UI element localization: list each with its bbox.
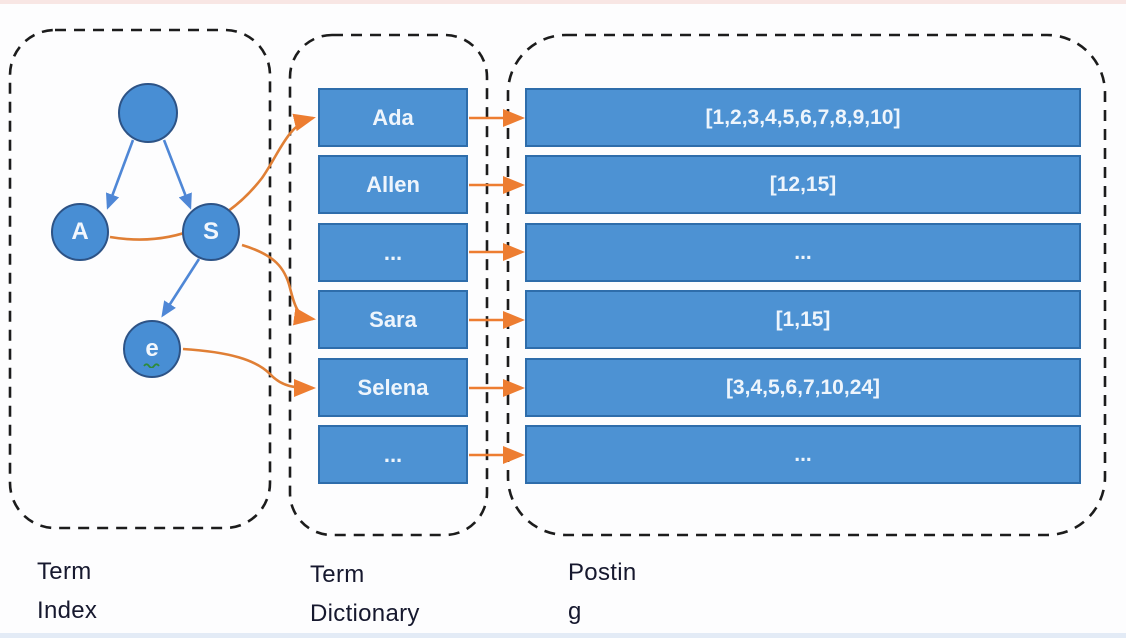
dict-term-box-ellipsis1: ... <box>318 223 468 282</box>
posting-box-5: [3,4,5,6,7,10,24] <box>525 358 1081 417</box>
posting-caption-line1: Postin <box>568 559 637 586</box>
link-e-to-selena <box>182 347 316 397</box>
link-s-to-sara <box>241 243 316 326</box>
posting-caption-line2: g <box>568 598 582 625</box>
posting-box-6: ... <box>525 425 1081 484</box>
posting-label: [3,4,5,6,7,10,24] <box>725 375 881 399</box>
tree-edge-root-to-s <box>162 139 192 210</box>
trie-node-a: A <box>51 203 109 261</box>
dict-term-box-selena: Selena <box>318 358 468 417</box>
dict-term-label: Sara <box>369 306 417 332</box>
top-edge-strip <box>0 0 1126 4</box>
trie-node-e: e <box>123 320 181 378</box>
trie-node-e-label: e <box>145 335 159 362</box>
term-dictionary-caption: Term Dictionary <box>310 555 420 633</box>
posting-label: [12,15] <box>769 172 837 196</box>
dict-term-label: ... <box>383 441 403 467</box>
posting-box-2: [12,15] <box>525 155 1081 214</box>
term-dictionary-caption-line1: Term <box>310 561 365 588</box>
tree-edge-root-to-a <box>105 139 135 210</box>
dict-term-label: Allen <box>366 171 420 197</box>
dict-term-label: Selena <box>357 374 429 400</box>
posting-label: ... <box>794 240 812 264</box>
dict-term-box-ellipsis2: ... <box>318 425 468 484</box>
posting-caption: Postin g <box>568 553 637 631</box>
bottom-edge-strip <box>0 633 1126 638</box>
term-index-caption-line1: Term <box>37 558 92 585</box>
posting-label: [1,2,3,4,5,6,7,8,9,10] <box>705 105 901 129</box>
posting-label: ... <box>794 442 812 466</box>
dict-term-box-ada: Ada <box>318 88 468 147</box>
dict-term-box-allen: Allen <box>318 155 468 214</box>
link-a-to-ada <box>109 113 316 241</box>
term-index-panel-outline <box>8 28 272 530</box>
tree-edge-s-to-e <box>161 258 201 318</box>
term-index-caption: Term Index <box>37 552 97 630</box>
posting-box-4: [1,15] <box>525 290 1081 349</box>
trie-node-s: S <box>182 203 240 261</box>
trie-node-a-label: A <box>71 218 89 245</box>
trie-node-s-label: S <box>202 218 219 245</box>
dict-term-box-sara: Sara <box>318 290 468 349</box>
dict-term-label: ... <box>383 239 403 265</box>
posting-panel-outline <box>506 33 1107 537</box>
posting-box-3: ... <box>525 223 1081 282</box>
trie-root-node <box>118 83 178 143</box>
posting-box-1: [1,2,3,4,5,6,7,8,9,10] <box>525 88 1081 147</box>
term-index-caption-line2: Index <box>37 597 98 624</box>
posting-label: [1,15] <box>775 307 831 331</box>
term-dictionary-caption-line2: Dictionary <box>310 600 420 627</box>
dict-term-label: Ada <box>372 104 414 130</box>
spellcheck-squiggle-icon <box>143 363 160 368</box>
